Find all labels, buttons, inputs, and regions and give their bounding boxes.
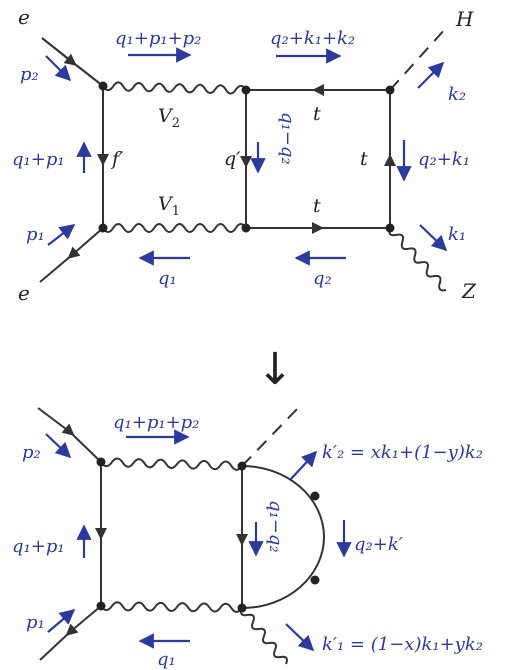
mom-q1p1p2-label: q₁+p₁+p₂ xyxy=(115,28,201,49)
mom-q2-label: q₂ xyxy=(313,268,332,289)
boson-v2-line xyxy=(100,457,243,471)
vertex xyxy=(237,461,247,471)
mom-q1-label: q₁ xyxy=(157,649,176,670)
vertex xyxy=(96,601,106,611)
mom-q2kprime-label: q₂+k′ xyxy=(354,534,403,555)
mom-p1-label: p₁ xyxy=(26,612,45,633)
mom-q1p1p2-label: q₁+p₁+p₂ xyxy=(113,412,199,433)
v1-label: V1 xyxy=(158,193,180,219)
outgoing-electron-line xyxy=(39,605,102,661)
vertex xyxy=(385,223,395,233)
mom-q1p1-label: q₁+p₁ xyxy=(12,149,65,170)
higgs-label: H xyxy=(455,7,474,31)
z-boson-line xyxy=(388,227,447,292)
momentum-arrow-p2 xyxy=(45,55,72,82)
boson-v1-line xyxy=(100,601,243,613)
momentum-arrow-p1 xyxy=(47,609,76,633)
vertex xyxy=(237,603,247,613)
vertex xyxy=(310,575,320,585)
q-prime-label: q′ xyxy=(224,148,241,170)
t-upper-label: t xyxy=(313,103,321,125)
mom-q2k1-label: q₂+k₁ xyxy=(418,149,470,170)
higgs-line xyxy=(389,27,447,91)
vertex xyxy=(310,491,320,501)
mom-q1p1-label: q₁+p₁ xyxy=(12,536,65,557)
f-prime-label: f′ xyxy=(110,148,124,170)
incoming-electron-line xyxy=(37,407,102,463)
vertex xyxy=(98,81,108,91)
top-loop-arc xyxy=(241,465,325,609)
t-right-label: t xyxy=(360,148,368,170)
vertex xyxy=(241,85,251,95)
momentum-arrow-k2 xyxy=(417,61,445,89)
mom-q2k1k2-label: q₂+k₁+k₂ xyxy=(270,28,355,49)
momentum-arrow-p1 xyxy=(47,224,76,246)
mom-p2-label: p₂ xyxy=(20,64,39,85)
vertex xyxy=(385,85,395,95)
incoming-electron-arrow xyxy=(41,37,104,87)
mom-p1-label: p₁ xyxy=(26,224,45,245)
electron-out-label: e xyxy=(18,281,30,305)
mom-q1-label: q₁ xyxy=(158,268,177,289)
vertex xyxy=(241,223,251,233)
mom-q1mq2-label: q₁−q₂ xyxy=(265,500,286,553)
v2-label: V2 xyxy=(158,105,180,131)
boson-v2-line xyxy=(102,81,247,95)
vertex xyxy=(98,223,108,233)
boson-v1-line xyxy=(102,223,247,233)
outgoing-electron-line xyxy=(39,227,104,283)
higgs-line xyxy=(241,407,299,467)
momentum-arrow-k1prime xyxy=(285,623,315,652)
t-lower-label: t xyxy=(313,195,321,217)
momentum-arrow-k1 xyxy=(419,224,448,252)
electron-in-label: e xyxy=(18,5,30,29)
mom-k1prime-label: k′₁ = (1−x)k₁+yk₂ xyxy=(322,634,483,655)
mom-k2prime-label: k′₂ = xk₁+(1−y)k₂ xyxy=(322,442,483,463)
z-boson-line xyxy=(240,607,288,665)
z-label: Z xyxy=(461,279,477,303)
momentum-arrow-k2prime xyxy=(289,450,318,481)
top-diagram: e e H Z V2 V1 f′ q′ t t t q₁+p₁+p₂ q₂+k₁… xyxy=(12,5,477,305)
bottom-diagram: q₁+p₁+p₂ p₂ k′₂ = xk₁+(1−y)k₂ q₁+p₁ q₁−q… xyxy=(12,407,483,670)
mom-p2-label: p₂ xyxy=(22,442,41,463)
mom-k1-label: k₁ xyxy=(448,224,466,245)
transition-arrow: ↓ xyxy=(257,344,294,395)
vertex xyxy=(96,457,106,467)
momentum-arrow-p2 xyxy=(45,433,72,459)
mom-k2-label: k₂ xyxy=(448,84,466,105)
mom-q1mq2-label: q₁−q₂ xyxy=(277,112,298,165)
